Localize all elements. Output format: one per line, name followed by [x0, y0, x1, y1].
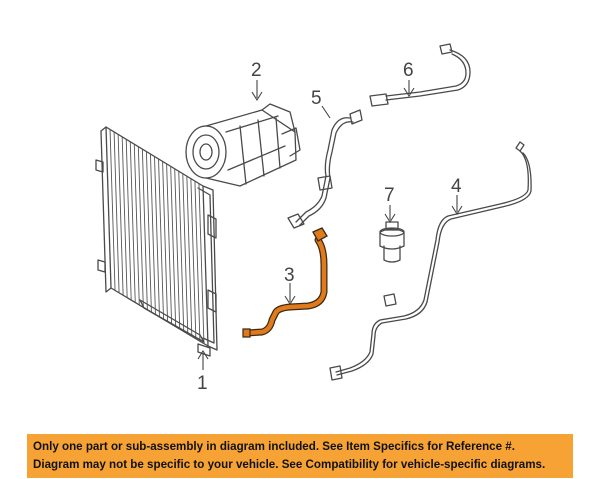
- condenser-fin: [194, 181, 201, 342]
- condenser-fin: [198, 183, 205, 344]
- compressor: [185, 103, 301, 187]
- notice-line-1: Only one part or sub-assembly in diagram…: [33, 440, 515, 453]
- callout-2: 2: [251, 60, 262, 81]
- reference-notice-banner: Only one part or sub-assembly in diagram…: [27, 434, 573, 478]
- condenser-fin: [186, 176, 193, 337]
- condenser-fin: [190, 178, 197, 339]
- condenser-fin: [178, 171, 185, 332]
- callout-1: 1: [197, 373, 208, 394]
- callout-6: 6: [403, 60, 414, 81]
- parts-diagram: 1 2 3 4 5 6 7: [95, 43, 532, 394]
- callout-4: 4: [451, 176, 462, 197]
- condenser-fin: [121, 136, 128, 298]
- condenser-fin: [158, 158, 164, 320]
- condenser-fin: [113, 131, 120, 293]
- condenser-fin: [162, 161, 169, 322]
- condenser-fin: [166, 163, 173, 325]
- callout-labels: 1 2 3 4 5 6 7: [197, 60, 462, 394]
- condenser-fin: [129, 141, 136, 303]
- notice-line-2: Diagram may not be specific to your vehi…: [33, 458, 546, 471]
- callout-3: 3: [284, 265, 295, 286]
- hose-5: [287, 109, 363, 229]
- condenser-fin: [109, 129, 116, 291]
- callout-7: 7: [384, 185, 395, 206]
- condenser: [95, 126, 218, 357]
- condenser-fin: [182, 173, 189, 334]
- condenser-fin: [141, 149, 148, 310]
- leader-lines: [197, 80, 463, 370]
- condenser-fin: [133, 144, 140, 305]
- condenser-fin: [145, 151, 152, 313]
- line-6: [369, 43, 471, 107]
- condenser-fin: [137, 146, 144, 308]
- condenser-fin: [154, 156, 160, 318]
- condenser-fin: [174, 168, 181, 330]
- condenser-fin: [125, 139, 132, 301]
- callout-5: 5: [311, 88, 322, 109]
- line-4: [329, 141, 532, 381]
- condenser-fin: [150, 154, 156, 315]
- condenser-fin: [117, 134, 124, 296]
- pressure-switch: [379, 221, 405, 263]
- condenser-fin: [170, 166, 177, 327]
- hose-3-highlighted: [242, 227, 328, 338]
